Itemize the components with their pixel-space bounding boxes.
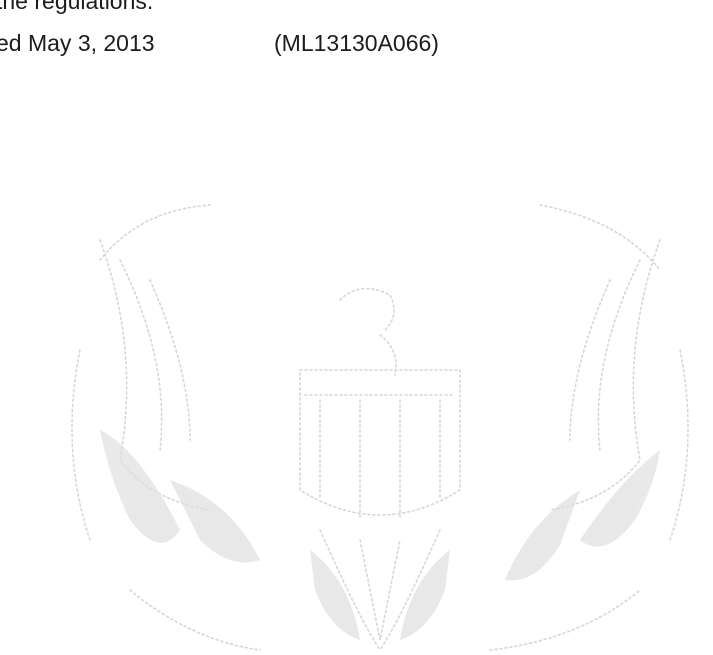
reference-date: ed May 3, 2013 [0,30,155,56]
accession-number: (ML13130A066) [274,30,439,56]
reference-line: ed May 3, 2013 (ML13130A066) [0,30,439,57]
eagle-seal-icon [71,204,689,651]
body-text-line: the regulations. [0,0,154,14]
